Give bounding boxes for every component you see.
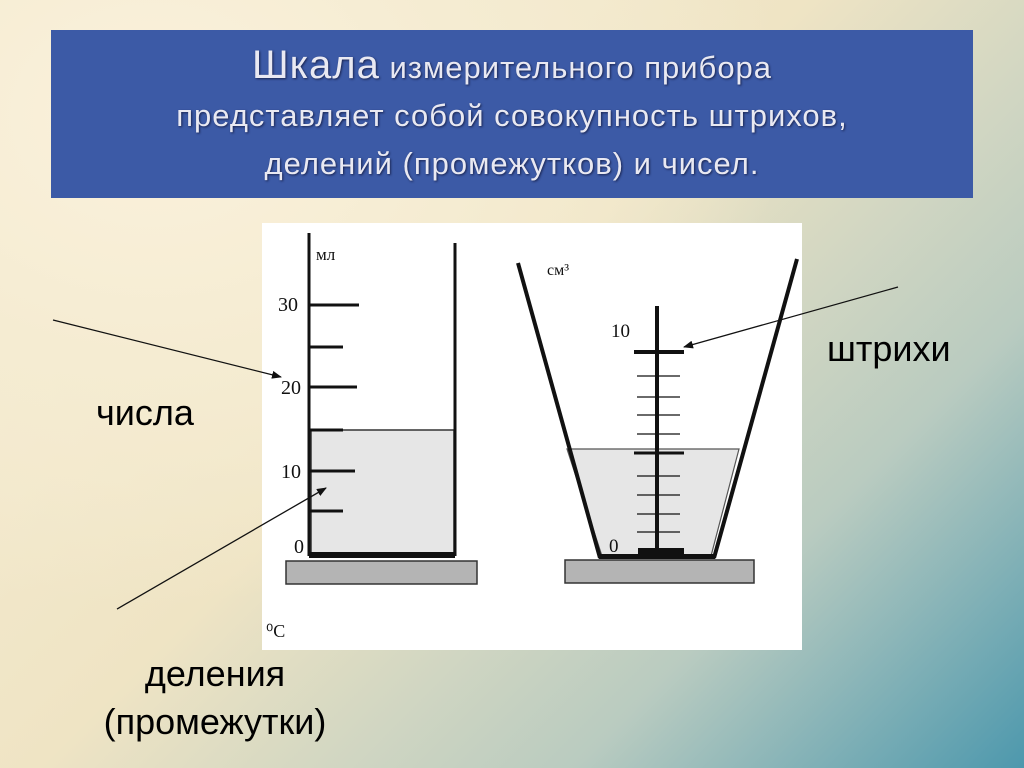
beaker-scale-base [638, 548, 684, 556]
cylinder-stand [285, 560, 478, 585]
title-highlight: Шкала [251, 42, 380, 87]
arrow-to-numbers [52, 319, 282, 379]
beaker-left-wall [516, 262, 602, 559]
beaker-stand [564, 559, 755, 584]
title-banner: Шкала измерительного прибора представляе… [51, 30, 973, 198]
beaker-bottom [599, 554, 715, 559]
cylinder-unit: мл [316, 245, 336, 264]
cylinder-label-0: 0 [294, 536, 304, 558]
label-numbers: числа [96, 392, 194, 433]
beaker-right-wall [712, 258, 799, 559]
title-line-2: представляет собой совокупность штрихов, [176, 97, 848, 133]
title-line-1: Шкала измерительного прибора [252, 41, 772, 92]
label-divisions-line2: (промежутки) [103, 701, 327, 742]
cylinder-label-10: 10 [281, 461, 301, 483]
beaker-unit: см³ [547, 262, 569, 279]
beaker-label-0: 0 [609, 536, 619, 557]
cylinder-label-30: 30 [278, 294, 298, 316]
label-divisions-line1: деления [144, 653, 286, 694]
beaker: см³ 10 0 [516, 258, 799, 584]
cylinder-footer-unit: ⁰С [266, 621, 285, 641]
title-line-1-rest: измерительного прибора [389, 49, 773, 85]
label-divisions: деления (промежутки) [70, 650, 360, 746]
cylinder-liquid [310, 429, 455, 555]
instruments-svg: мл 30 20 10 0 ⁰С см³ 10 [266, 233, 799, 641]
beaker-label-10: 10 [611, 321, 630, 342]
beaker-liquid [566, 448, 740, 557]
title-line-3: делений (промежутков) и чисел. [264, 145, 760, 181]
graduated-cylinder: мл 30 20 10 0 ⁰С [266, 233, 478, 641]
label-marks: штрихи [827, 328, 951, 369]
cylinder-bottom [309, 552, 455, 558]
cylinder-label-20: 20 [281, 377, 301, 399]
instruments-figure: мл 30 20 10 0 ⁰С см³ 10 [262, 223, 802, 650]
